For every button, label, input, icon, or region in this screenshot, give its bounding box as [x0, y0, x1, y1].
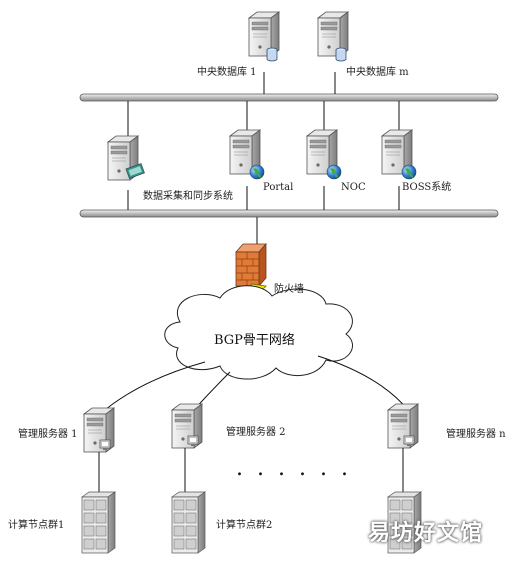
compute-cluster-2-rack [171, 491, 206, 554]
central-database-1-server [248, 11, 280, 62]
label-bgp-backbone: BGP骨干网络 [214, 333, 295, 348]
firewall-icon [235, 242, 267, 288]
middle-network-bus [79, 186, 499, 244]
label-compute-cluster-1: 计算节点群1 [8, 520, 65, 531]
label-management-server-2: 管理服务器 2 [226, 427, 286, 438]
boss-system-server [381, 129, 417, 180]
label-central-db-m: 中央数据库 m [346, 67, 409, 78]
management-server-n [387, 403, 419, 449]
label-firewall: 防火墙 [274, 284, 304, 295]
label-compute-cluster-2: 计算节点群2 [216, 520, 273, 531]
noc-server [306, 129, 342, 180]
cluster-links [98, 448, 404, 494]
label-management-server-n: 管理服务器 n [446, 429, 506, 440]
label-portal: Portal [263, 182, 294, 193]
watermark-text: 易坊好文馆 [368, 520, 484, 546]
central-database-m-server [317, 11, 349, 62]
management-server-1 [83, 407, 115, 453]
label-boss-system: BOSS系统 [402, 182, 452, 193]
management-server-2 [171, 403, 203, 449]
compute-cluster-1-rack [81, 491, 116, 554]
portal-server [229, 129, 265, 180]
label-central-db-1: 中央数据库 1 [197, 67, 257, 78]
label-noc: NOC [341, 182, 366, 193]
label-management-server-1: 管理服务器 1 [18, 429, 78, 440]
data-sync-system-server [107, 135, 145, 181]
bgp-backbone-cloud [164, 285, 353, 380]
label-data-sync-system: 数据采集和同步系统 [143, 191, 233, 202]
top-network-bus [79, 72, 499, 136]
ellipsis-dots: ...... [236, 456, 362, 481]
